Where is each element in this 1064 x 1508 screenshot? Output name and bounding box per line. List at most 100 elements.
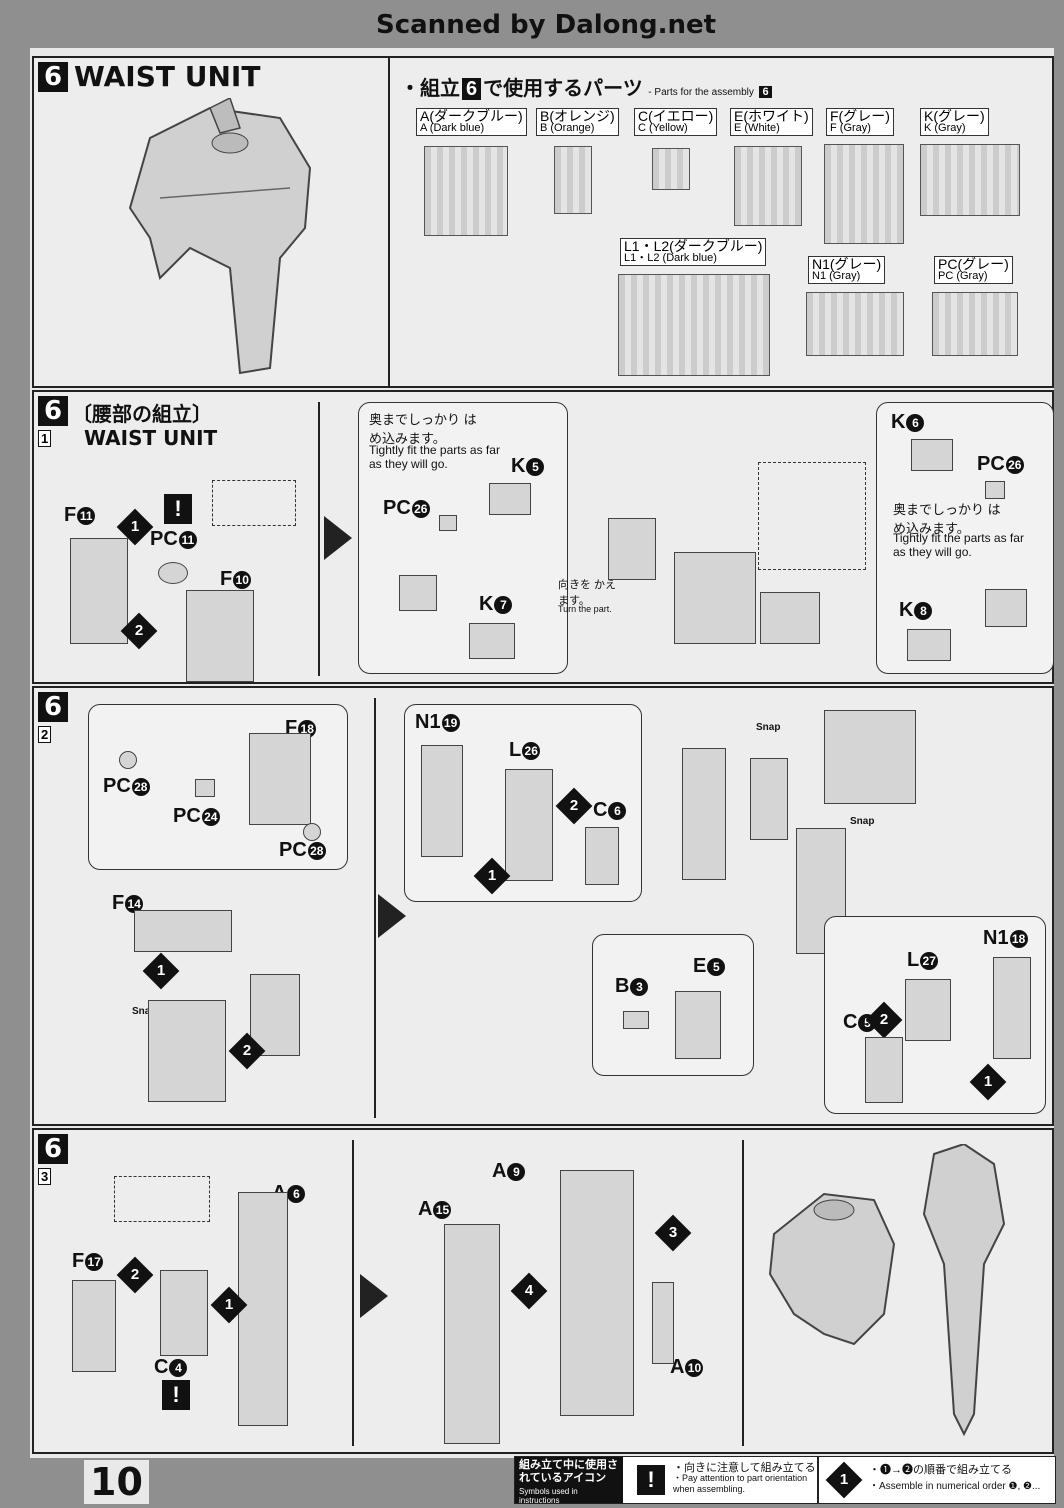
- part-pc28b: [303, 823, 321, 841]
- step-1-icon-s2: 1: [142, 952, 180, 990]
- legend-step-icon: 1: [825, 1461, 863, 1499]
- section-6-1-sub: 1: [38, 430, 52, 447]
- runner-f: [824, 144, 904, 244]
- step-1-icon-s3: 1: [210, 1286, 248, 1324]
- step-1-icon-s2c: 1: [969, 1063, 1007, 1101]
- step-2-icon: 2: [120, 612, 158, 650]
- legend-1-en: ・Pay attention to part orientation when …: [673, 1473, 808, 1494]
- runner-label-n1: N1(グレー)N1 (Gray): [808, 256, 886, 284]
- runner-label-c: C(イエロー)C (Yellow): [634, 108, 718, 136]
- part-b3: [623, 1011, 649, 1029]
- waist-unit-illustration: [120, 96, 340, 378]
- part-n1-large: [682, 748, 726, 880]
- part-f18-side: [250, 974, 300, 1056]
- snap-label-s2b: Snap: [756, 722, 781, 733]
- part-pc26b: [985, 481, 1005, 499]
- parts-heading-num: 6: [462, 78, 482, 100]
- header-title: WAIST UNIT: [74, 60, 261, 93]
- legend-caution-icon: !: [637, 1465, 665, 1495]
- section-6-3-number: 6: [38, 1134, 68, 1164]
- legend-2-en: ・Assemble in numerical order ❶, ❷...: [869, 1481, 1041, 1492]
- turn-en: Turn the part.: [558, 604, 612, 614]
- runner-n1: [806, 292, 904, 356]
- inset-k5-k7: 奥までしっかり はめ込みます。 Tightly fit the parts as…: [358, 402, 568, 674]
- part-waist-assembly: [148, 1000, 226, 1102]
- detail-box: [758, 462, 866, 570]
- runner-label-k: K(グレー)K (Gray): [920, 108, 989, 136]
- legend-1-jp: ・向きに注意して組み立てる: [673, 1462, 816, 1474]
- part-a10: [652, 1282, 674, 1364]
- runner-l: [618, 274, 770, 376]
- section-6-1-title-jp: 〔腰部の組立〕: [72, 404, 212, 426]
- note2-en: Tightly fit the parts as far as they wil…: [893, 531, 1024, 559]
- completed-waist-illustration: [764, 1142, 1044, 1444]
- part-e5: [675, 991, 721, 1059]
- section-6-1-number: 6: [38, 396, 68, 426]
- step-2-icon-s2c: 2: [865, 1001, 903, 1039]
- runner-label-l: L1・L2(ダークブルー)L1・L2 (Dark blue): [620, 238, 767, 266]
- part-turned: [608, 518, 656, 580]
- part-c6: [585, 827, 619, 885]
- step-2-icon-s3: 2: [116, 1256, 154, 1294]
- step-1-icon-s2b: 1: [473, 857, 511, 895]
- part-k8-target: [760, 592, 820, 644]
- part-e5-large: [750, 758, 788, 840]
- runner-b: [554, 146, 592, 214]
- part-waist-core-s2: [824, 710, 916, 804]
- part-n118: [993, 957, 1031, 1059]
- parts-heading-en-num: 6: [759, 86, 772, 98]
- flow-arrow-s3: [360, 1274, 388, 1318]
- part-k8: [907, 629, 951, 661]
- detail-inset: [212, 480, 296, 526]
- flow-arrow: [324, 516, 352, 560]
- snap-label-s2a: Snap: [132, 1006, 157, 1017]
- waist-unit-drawing: [128, 96, 312, 375]
- step-4-icon-s3: 4: [510, 1272, 548, 1310]
- parts-heading-jp: ・組立: [400, 78, 460, 100]
- part-waist-core: [674, 552, 756, 644]
- legend-2-jp: ・❶→❷の順番で組み立てる: [869, 1464, 1012, 1476]
- step-2-icon-s2b: 2: [555, 787, 593, 825]
- runner-pc: [932, 292, 1018, 356]
- part-c5: [865, 1037, 903, 1103]
- part-k7-target: [399, 575, 437, 611]
- turn-jp: 向きを かえます。: [558, 579, 617, 607]
- snap-label-s2c: Snap: [850, 816, 875, 827]
- note2-jp: 奥までしっかり はめ込みます。: [893, 502, 1001, 536]
- part-f11: [70, 538, 128, 644]
- part-l26: [505, 769, 553, 881]
- runner-a: [424, 146, 508, 236]
- section-6-1-title-en: WAIST UNIT: [84, 426, 218, 450]
- section-6-2-sub: 2: [38, 726, 52, 743]
- legend: 組み立て中に使用されているアイコン Symbols used in instru…: [514, 1456, 1056, 1505]
- completed-waist-drawing: [768, 1142, 1006, 1437]
- runner-label-pc: PC(グレー)PC (Gray): [934, 256, 1013, 284]
- note1-en: Tightly fit the parts as far as they wil…: [369, 443, 500, 471]
- page-number: 10: [84, 1460, 149, 1504]
- part-f14: [134, 910, 232, 952]
